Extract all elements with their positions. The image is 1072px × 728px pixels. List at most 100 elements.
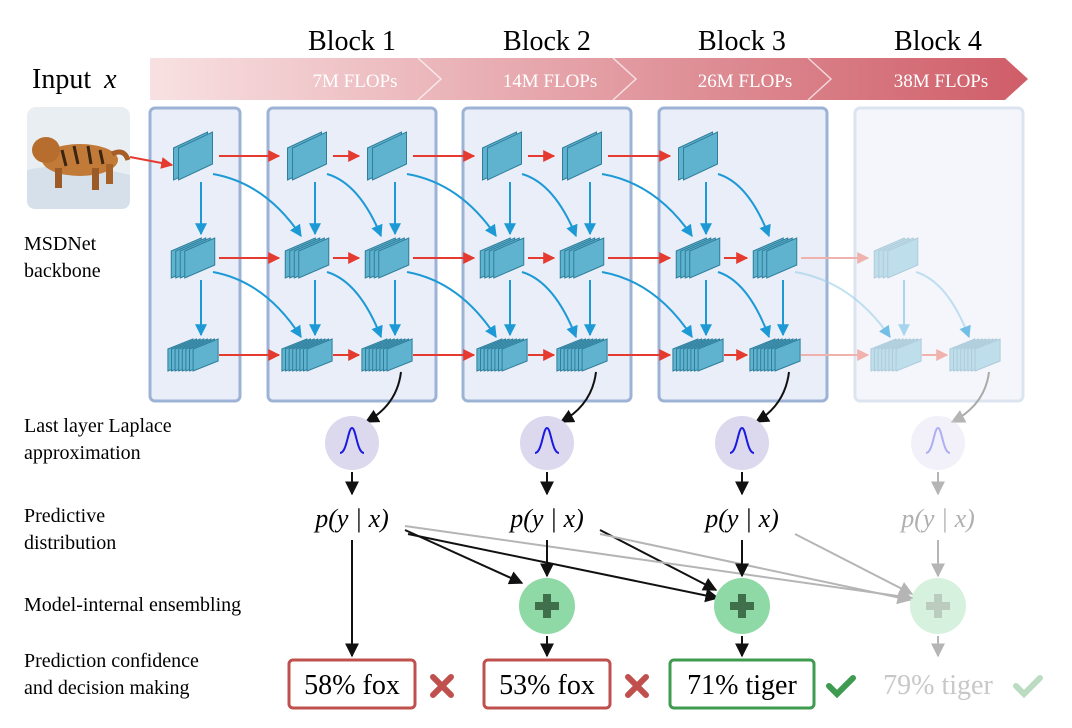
prediction-box: [482, 658, 612, 710]
cross-scale-arrow: [406, 271, 497, 339]
gaussian-curve-icon: [729, 426, 755, 454]
feature-map-cube: [873, 237, 919, 279]
check-icon: [1013, 675, 1043, 699]
feature-map-cube: [870, 338, 922, 372]
cross-scale-arrow: [601, 173, 693, 237]
cross-scale-arrow: [212, 173, 302, 237]
block-1-flops: 7M FLOPs: [313, 71, 398, 92]
feature-map-cube: [287, 131, 327, 181]
ensemble-node-4: [910, 578, 966, 634]
ensemble-arrow: [599, 529, 718, 591]
block-3-flops: 26M FLOPs: [698, 71, 793, 92]
flops-banner-chevrons: [417, 57, 833, 101]
feature-map-cube: [476, 338, 528, 372]
input-label: Input x: [32, 64, 117, 95]
predictive-row-label-line-1: Predictive: [24, 505, 105, 527]
prediction-text: 58% fox: [304, 670, 400, 701]
feature-map-cube: [678, 131, 718, 181]
feature-map-cube: [281, 338, 333, 372]
feature-map-cube: [479, 237, 525, 279]
feature-map-cube: [167, 338, 219, 372]
prediction-3: 71% tiger: [668, 658, 856, 710]
cross-scale-arrow: [601, 271, 693, 339]
cross-scale-arrow: [326, 271, 383, 339]
backbone-row-label-line-1: MSDNet: [24, 233, 97, 255]
laplace-node-3: [715, 416, 769, 470]
to-laplace-arrow: [559, 371, 597, 423]
ensemble-node-2: [519, 578, 575, 634]
block-4-frame: [853, 106, 1025, 403]
cross-scale-arrow: [521, 271, 578, 339]
feature-map-cube: [170, 237, 216, 279]
ensemble-arrow: [404, 525, 914, 604]
cross-icon: [625, 674, 649, 698]
block-2-title: Block 2: [503, 26, 591, 57]
ensemble-arrow: [599, 533, 912, 605]
cross-scale-arrow: [915, 271, 971, 339]
check-icon: [826, 675, 856, 699]
prediction-text: 79% tiger: [883, 670, 993, 701]
predictive-row-label-line-2: distribution: [24, 532, 116, 554]
feature-map-cube: [559, 237, 605, 279]
cross-scale-arrow: [326, 173, 383, 238]
feature-map-cube: [752, 237, 798, 279]
ensemble-node-3: [714, 578, 770, 634]
feature-map-cube: [482, 131, 522, 181]
block-4-title: Block 4: [894, 26, 982, 57]
prediction-text: 71% tiger: [687, 670, 797, 701]
laplace-node-1: [325, 416, 379, 470]
prediction-1: 58% fox: [287, 658, 454, 710]
feature-map-cube: [949, 338, 1001, 372]
laplace-row-label-line-1: Last layer Laplace: [24, 415, 172, 437]
gaussian-curve-icon: [339, 426, 365, 454]
gaussian-curve-icon: [925, 426, 951, 454]
laplace-row-label-line-2: approximation: [24, 442, 141, 464]
predictive-distribution-1: p(y | x): [313, 504, 389, 533]
cross-scale-arrow: [212, 271, 302, 339]
prediction-2: 53% fox: [482, 658, 649, 710]
prediction-flow: 58% fox 53% fox 71% tiger 79% tiger: [287, 371, 1043, 710]
feature-map-cube: [284, 237, 330, 279]
prediction-box: [287, 658, 417, 710]
cross-scale-arrow: [521, 173, 578, 238]
cross-icon: [430, 674, 454, 698]
ensembling-row-label-line-1: Model-internal ensembling: [24, 594, 241, 616]
ensemble-arrow: [404, 529, 524, 585]
feature-map-cube: [173, 131, 213, 181]
feature-map-cube: [749, 338, 801, 372]
input-tiger-image: [27, 107, 131, 209]
cross-scale-arrow: [794, 271, 891, 338]
cross-scale-arrow: [717, 271, 771, 339]
laplace-node-4: [911, 416, 965, 470]
backbone-row-label-line-2: backbone: [24, 260, 101, 282]
to-laplace-arrow: [754, 371, 790, 423]
predictive-distribution-4: p(y | x): [899, 504, 975, 533]
backbone-feature-maps: [167, 131, 1001, 372]
input-arrow: [129, 156, 174, 169]
plus-icon: [926, 594, 950, 618]
block-2-flops: 14M FLOPs: [503, 71, 598, 92]
block-1-title: Block 1: [308, 26, 396, 57]
gaussian-curve-icon: [534, 426, 560, 454]
flops-banner: [150, 58, 1028, 100]
ensemble-arrow: [794, 533, 914, 595]
prediction-box: [668, 658, 816, 710]
cross-scale-arrow: [717, 173, 771, 238]
decision-row-label-line-1: Prediction confidence: [24, 650, 199, 672]
prediction-text: 53% fox: [499, 670, 595, 701]
plus-icon: [535, 594, 559, 618]
feature-map-cube: [672, 338, 724, 372]
predictive-distribution-3: p(y | x): [703, 504, 779, 533]
ensemble-arrow: [407, 533, 720, 603]
to-laplace-arrow: [950, 371, 990, 423]
predictive-distribution-2: p(y | x): [508, 504, 584, 533]
laplace-node-2: [520, 416, 574, 470]
block-4-flops: 38M FLOPs: [894, 71, 989, 92]
plus-icon: [730, 594, 754, 618]
backbone-connections: [129, 150, 971, 361]
cross-scale-arrow: [406, 173, 497, 237]
feature-map-cube: [675, 237, 721, 279]
feature-map-cube: [367, 131, 407, 181]
feature-map-cube: [562, 131, 602, 181]
decision-row-label-line-2: and decision making: [24, 677, 190, 699]
